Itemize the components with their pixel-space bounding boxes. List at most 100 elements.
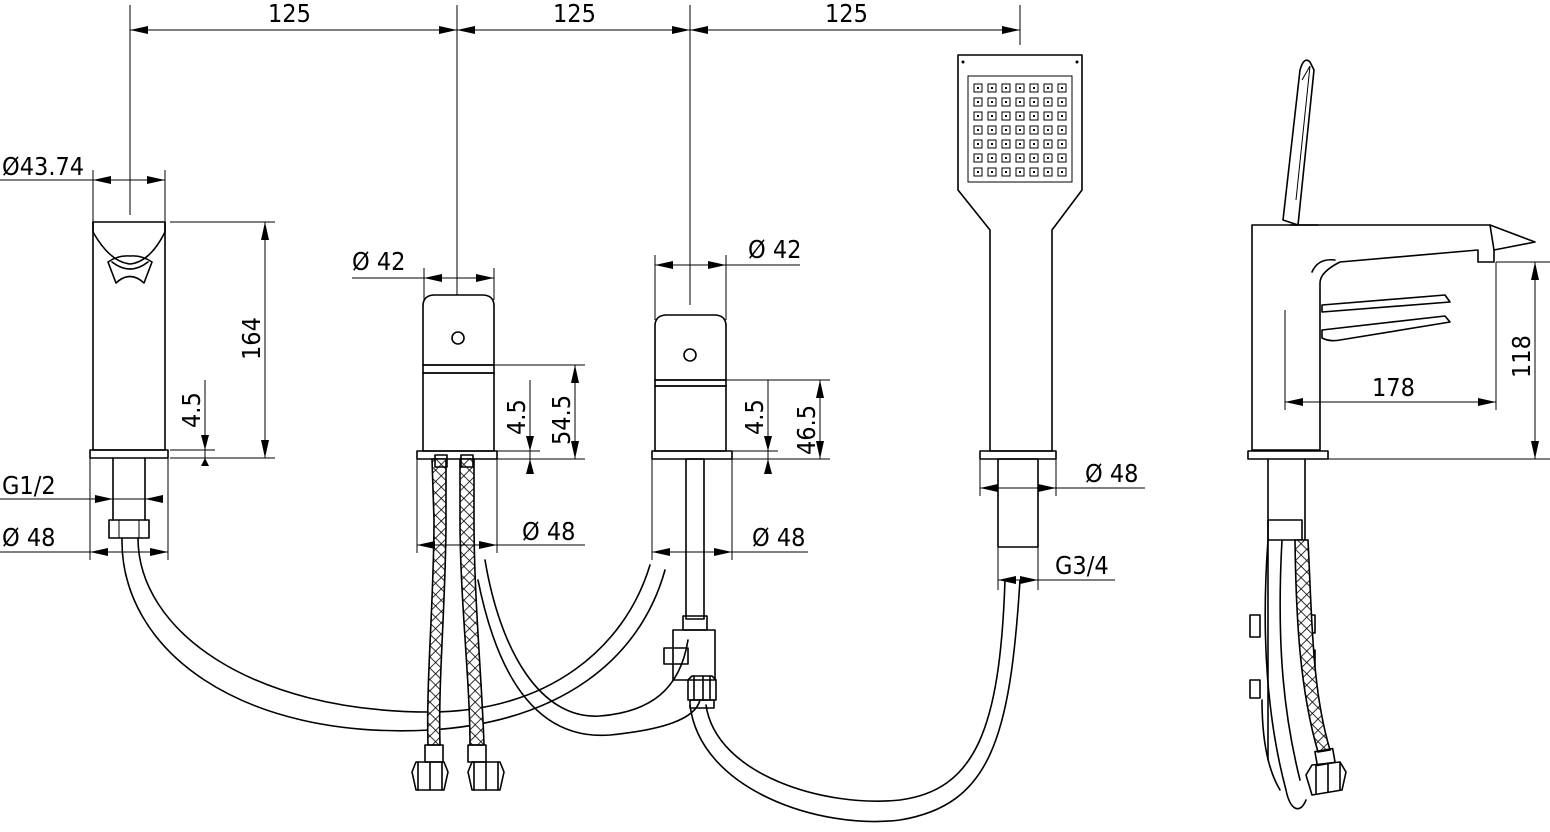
dim-shower-thread: G3/4: [1055, 551, 1109, 580]
valve-2-view: Ø 42 46.5 4.5 Ø 48: [651, 235, 830, 709]
shower-nozzle-hole: [1061, 101, 1063, 103]
hoses: [121, 537, 1021, 823]
shower-nozzle: [1043, 83, 1053, 93]
dim-valve2-base: 4.5: [740, 399, 769, 435]
dim-spout-height: 164: [237, 317, 266, 360]
shower-nozzle: [973, 111, 983, 121]
shower-nozzle: [1001, 125, 1011, 135]
dim-spout-base: 4.5: [177, 392, 206, 428]
shower-nozzle: [973, 83, 983, 93]
shower-nozzle-hole: [991, 101, 993, 103]
shower-nozzle: [987, 167, 997, 177]
dim-shower-flange: Ø 48: [1085, 459, 1138, 488]
shower-nozzle-hole: [1019, 157, 1021, 159]
shower-nozzle: [1057, 139, 1067, 149]
shower-nozzle-hole: [1005, 129, 1007, 131]
shower-nozzle-hole: [1033, 87, 1035, 89]
shower-nozzle: [973, 125, 983, 135]
shower-nozzle-hole: [1047, 171, 1049, 173]
shower-nozzle-hole: [1033, 115, 1035, 117]
shower-nozzle: [1015, 139, 1025, 149]
shower-nozzle: [973, 139, 983, 149]
shower-nozzle-hole: [1033, 129, 1035, 131]
shower-nozzle: [1015, 111, 1025, 121]
dim-valve2-height: 46.5: [792, 405, 821, 455]
dim-spacing-3: 125: [825, 0, 868, 28]
shower-nozzle: [1043, 111, 1053, 121]
shower-nozzle: [1001, 111, 1011, 121]
shower-nozzle: [987, 139, 997, 149]
hand-shower-view: Ø 48 G3/4: [957, 54, 1145, 590]
shower-nozzle: [1029, 83, 1039, 93]
dim-spout-diameter: Ø43.74: [2, 152, 84, 181]
shower-nozzle-hole: [1019, 143, 1021, 145]
dim-valve2-flange: Ø 48: [752, 523, 805, 552]
shower-nozzle: [1015, 125, 1025, 135]
shower-nozzle-hole: [1047, 129, 1049, 131]
shower-nozzle: [973, 97, 983, 107]
spout-view: Ø43.74 164 4.5 G1/2: [0, 152, 275, 560]
shower-nozzle: [973, 153, 983, 163]
shower-nozzle: [1057, 153, 1067, 163]
top-dimension-chain: 125 125 125: [129, 0, 1021, 305]
shower-nozzle-hole: [1033, 171, 1035, 173]
shower-nozzle: [1043, 139, 1053, 149]
shower-nozzle: [1029, 167, 1039, 177]
shower-nozzle-hole: [1019, 171, 1021, 173]
shower-nozzle-hole: [1061, 87, 1063, 89]
shower-nozzle-hole: [977, 101, 979, 103]
shower-nozzle-hole: [1061, 157, 1063, 159]
shower-nozzle: [1001, 97, 1011, 107]
shower-nozzle-hole: [1005, 115, 1007, 117]
shower-nozzle: [987, 111, 997, 121]
dim-spout-thread: G1/2: [2, 471, 56, 500]
shower-nozzle-hole: [1005, 101, 1007, 103]
shower-nozzle-hole: [977, 157, 979, 159]
dim-side-height: 118: [1507, 335, 1536, 378]
shower-nozzle-hole: [977, 129, 979, 131]
shower-nozzle-hole: [1033, 101, 1035, 103]
dim-valve1-body: Ø 42: [352, 247, 405, 276]
shower-nozzle: [1029, 97, 1039, 107]
shower-nozzle-hole: [977, 171, 979, 173]
shower-nozzle-hole: [1019, 115, 1021, 117]
shower-nozzle: [1057, 83, 1067, 93]
shower-nozzle-hole: [1033, 157, 1035, 159]
shower-nozzle-hole: [977, 143, 979, 145]
dim-valve1-base: 4.5: [502, 399, 531, 435]
shower-nozzle-hole: [1047, 143, 1049, 145]
shower-nozzle-hole: [991, 129, 993, 131]
shower-nozzle: [1015, 97, 1025, 107]
shower-nozzle-hole: [1061, 115, 1063, 117]
shower-nozzle-hole: [1005, 143, 1007, 145]
shower-nozzle-hole: [977, 115, 979, 117]
shower-nozzle-hole: [977, 87, 979, 89]
shower-nozzle: [987, 83, 997, 93]
shower-nozzle-hole: [1061, 171, 1063, 173]
shower-nozzle: [1057, 97, 1067, 107]
dim-valve1-flange: Ø 48: [522, 517, 575, 546]
shower-nozzle-hole: [1019, 129, 1021, 131]
shower-nozzle-grid: [973, 83, 1067, 177]
shower-nozzle-hole: [991, 87, 993, 89]
shower-nozzle: [1015, 83, 1025, 93]
shower-nozzle-hole: [1005, 87, 1007, 89]
shower-nozzle-hole: [1047, 87, 1049, 89]
shower-nozzle: [1057, 111, 1067, 121]
dim-spacing-2: 125: [553, 0, 596, 28]
shower-nozzle: [1001, 153, 1011, 163]
shower-nozzle-hole: [1047, 115, 1049, 117]
shower-nozzle: [987, 97, 997, 107]
shower-nozzle: [973, 167, 983, 177]
shower-nozzle-hole: [1047, 101, 1049, 103]
shower-nozzle: [1001, 139, 1011, 149]
shower-nozzle-hole: [1005, 157, 1007, 159]
shower-nozzle: [1001, 83, 1011, 93]
shower-nozzle-hole: [1019, 87, 1021, 89]
shower-nozzle-hole: [991, 115, 993, 117]
shower-nozzle: [1057, 167, 1067, 177]
shower-nozzle-hole: [991, 171, 993, 173]
shower-nozzle-hole: [1019, 101, 1021, 103]
shower-nozzle: [1001, 167, 1011, 177]
